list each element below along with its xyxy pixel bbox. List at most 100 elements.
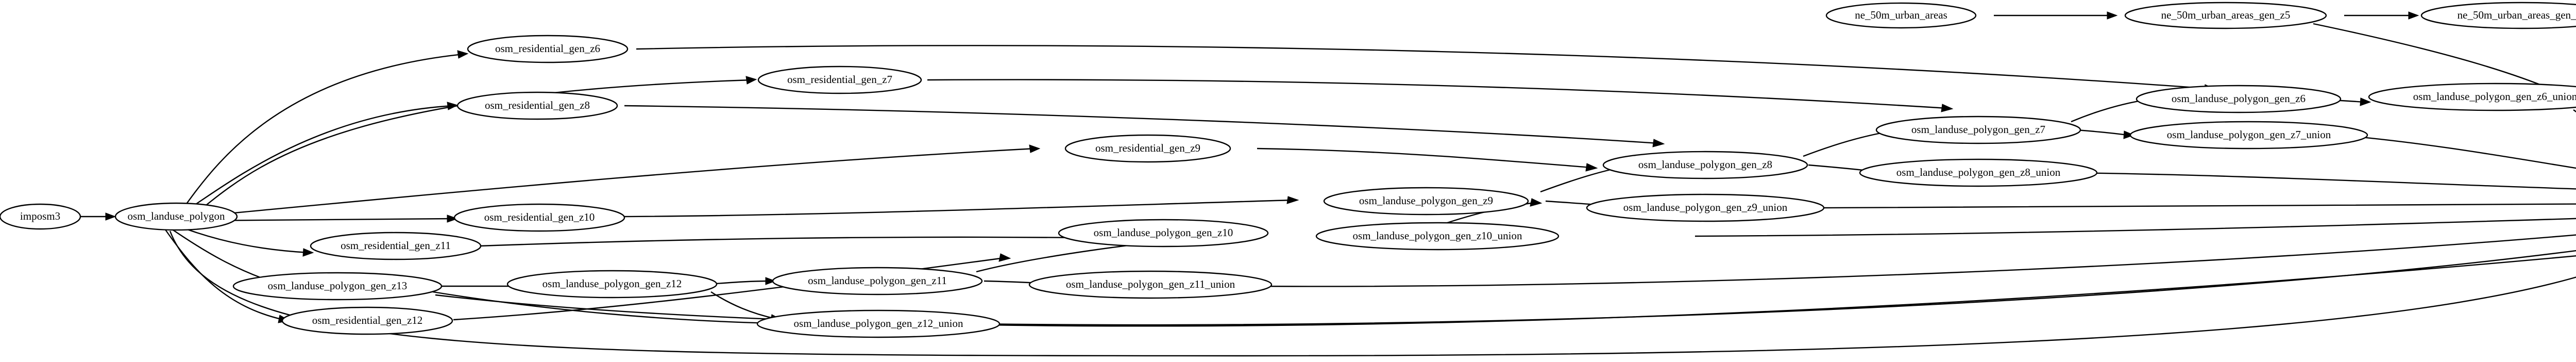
node-ne-50m-urban-areas-gen-z5[interactable]: ne_50m_urban_areas_gen_z5 (2124, 2, 2327, 29)
node-osm-landuse-polygon-gen-z11-union[interactable]: osm_landuse_polygon_gen_z11_union (1028, 270, 1273, 299)
node-label: osm_residential_gen_z12 (312, 314, 423, 326)
node-label: osm_landuse_polygon_gen_z6 (2172, 92, 2306, 105)
node-label: osm_residential_gen_z8 (485, 99, 590, 111)
edge-z12-union-to-table-z12 (978, 250, 2576, 326)
arrowhead (1530, 198, 1543, 207)
node-osm-residential-gen-z8[interactable]: osm_residential_gen_z8 (456, 91, 618, 120)
node-label: osm_residential_gen_z6 (495, 42, 600, 55)
edge-residential-z8-to-landuse-z8 (624, 105, 1659, 144)
node-osm-landuse-polygon-gen-z11[interactable]: osm_landuse_polygon_gen_z11 (772, 267, 983, 295)
node-label: osm_landuse_polygon_gen_z7 (1911, 123, 2045, 136)
edge-residential-z7-to-landuse-z7 (927, 79, 1948, 109)
node-osm-landuse-polygon-gen-z8[interactable]: osm_landuse_polygon_gen_z8 (1602, 151, 1808, 179)
node-label: osm_residential_gen_z10 (484, 211, 595, 223)
edge-z7-to-z7-union (2076, 129, 2128, 136)
arrowhead (302, 248, 314, 257)
node-osm-landuse-polygon-gen-z10-union[interactable]: osm_landuse_polygon_gen_z10_union (1315, 222, 1560, 251)
arrowhead (745, 76, 757, 85)
edge-layer (81, 11, 2576, 357)
edge-z13-to-table-z13 (435, 255, 2576, 327)
node-label: osm_landuse_polygon_gen_z12_union (794, 317, 963, 330)
edge-residential-z6-to-landuse-z6 (636, 45, 2211, 90)
node-layer: imposm3 osm_landuse_polygon osm_resident… (0, 2, 2576, 338)
arrowhead (1286, 196, 1299, 204)
node-osm-residential-gen-z6[interactable]: osm_residential_gen_z6 (467, 35, 629, 63)
node-osm-residential-gen-z11[interactable]: osm_residential_gen_z11 (310, 232, 482, 260)
node-osm-landuse-polygon-gen-z7-union[interactable]: osm_landuse_polygon_gen_z7_union (2129, 121, 2368, 150)
node-imposm3[interactable]: imposm3 (0, 203, 81, 230)
node-osm-residential-gen-z12[interactable]: osm_residential_gen_z12 (281, 306, 453, 335)
edge-residential-z10-to-landuse-z10 (623, 199, 1294, 218)
node-label: osm_landuse_polygon_gen_z11_union (1066, 278, 1235, 290)
edge-landuse-to-residential-z8 (189, 105, 454, 209)
node-label: ne_50m_urban_areas_gen_z5 (2161, 9, 2291, 21)
node-osm-landuse-polygon-gen-z8-union[interactable]: osm_landuse_polygon_gen_z8_union (1859, 158, 2098, 187)
node-osm-residential-gen-z7[interactable]: osm_residential_gen_z7 (757, 65, 922, 94)
node-osm-landuse-polygon-gen-z13[interactable]: osm_landuse_polygon_gen_z13 (232, 272, 443, 301)
node-label: osm_residential_gen_z9 (1095, 142, 1200, 154)
node-osm-landuse-polygon-gen-z7[interactable]: osm_landuse_polygon_gen_z7 (1875, 116, 2081, 144)
edge-residential-z9-to-landuse-z9 (1257, 147, 1592, 169)
node-label: osm_landuse_polygon_gen_z8_union (1896, 166, 2061, 178)
arrowhead (1585, 163, 1598, 172)
arrowhead (447, 215, 459, 223)
arrowhead (2360, 97, 2371, 106)
node-label: osm_landuse_polygon_gen_z11 (808, 274, 947, 287)
node-label: osm_landuse_polygon (128, 210, 225, 222)
node-osm-landuse-polygon-gen-z12-union[interactable]: osm_landuse_polygon_gen_z12_union (756, 309, 1001, 338)
edge-z12-to-z12-union (710, 291, 776, 320)
node-label: osm_residential_gen_z11 (341, 239, 451, 252)
node-label: osm_residential_gen_z7 (787, 73, 892, 86)
node-label: osm_landuse_polygon_gen_z13 (268, 279, 408, 292)
node-ne-50m-urban-areas-gen-z4[interactable]: ne_50m_urban_areas_gen_z4 (2420, 2, 2576, 29)
node-osm-residential-gen-z9[interactable]: osm_residential_gen_z9 (1064, 134, 1231, 163)
edge-landuse-to-residential-z10 (195, 218, 454, 222)
arrowhead (2107, 11, 2118, 20)
node-label: osm_landuse_polygon_gen_z9 (1359, 194, 1493, 207)
edge-landuse-to-residential-z6 (185, 53, 464, 206)
edge-z7-union-to-table-z7 (2338, 134, 2576, 169)
edge-z13-to-z12-union (432, 291, 804, 325)
node-label: ne_50m_urban_areas_gen_z4 (2458, 9, 2576, 21)
node-osm-landuse-polygon-gen-z6[interactable]: osm_landuse_polygon_gen_z6 (2136, 85, 2342, 113)
arrowhead (765, 277, 776, 285)
node-osm-landuse-polygon-gen-z9-union[interactable]: osm_landuse_polygon_gen_z9_union (1586, 193, 1825, 222)
node-osm-landuse-polygon-gen-z12[interactable]: osm_landuse_polygon_gen_z12 (506, 270, 718, 299)
edge-landuse-to-residential-z7-path (203, 79, 753, 208)
node-label: osm_landuse_polygon_gen_z12 (543, 277, 682, 290)
node-label: imposm3 (20, 210, 60, 222)
edge-z11-union-to-table-z11 (1246, 234, 2576, 287)
edge-landuse-to-residential-z11 (180, 226, 310, 254)
arrowhead (105, 212, 116, 221)
edge-z8-union-to-table-z8 (2071, 172, 2576, 190)
node-label: osm_landuse_polygon_gen_z7_union (2167, 128, 2331, 141)
node-osm-landuse-polygon-gen-z10[interactable]: osm_landuse_polygon_gen_z10 (1058, 219, 1269, 248)
arrowhead (447, 102, 459, 110)
edge-z12-to-z11 (716, 280, 771, 285)
arrowhead (1029, 144, 1041, 153)
node-label: osm_landuse_polygon_gen_z9_union (1623, 201, 1788, 213)
node-osm-landuse-polygon[interactable]: osm_landuse_polygon (114, 202, 238, 231)
edge-z6-union-to-table-z6 (2573, 109, 2576, 113)
arrowhead (998, 253, 1011, 262)
node-osm-landuse-polygon-gen-z9[interactable]: osm_landuse_polygon_gen_z9 (1323, 187, 1529, 216)
edge-z10-union-to-table-z10 (1694, 218, 2576, 237)
node-osm-landuse-polygon-gen-z6-union[interactable]: osm_landuse_polygon_gen_z6_union (2368, 83, 2576, 111)
node-label: osm_landuse_polygon_gen_z8 (1638, 158, 1772, 171)
edge-landuse-to-residential-z12 (164, 228, 284, 321)
arrowhead (2123, 130, 2135, 139)
node-label: osm_landuse_polygon_gen_z10 (1094, 226, 1233, 239)
arrowhead (1652, 139, 1665, 147)
node-label: ne_50m_urban_areas (1855, 9, 1947, 21)
arrowhead (1941, 104, 1954, 112)
node-osm-residential-gen-z10[interactable]: osm_residential_gen_z10 (453, 203, 625, 232)
edge-landuse-to-table-z14 (169, 231, 2576, 357)
node-label: osm_landuse_polygon_gen_z10_union (1353, 229, 1522, 242)
edge-landuse-to-residential-z9 (206, 147, 1036, 217)
arrowhead (2408, 11, 2419, 20)
node-ne-50m-urban-areas[interactable]: ne_50m_urban_areas (1825, 2, 1977, 29)
edge-ne-gen-z5-to-table-z5 (2313, 23, 2576, 101)
node-label: osm_landuse_polygon_gen_z6_union (2413, 90, 2576, 103)
